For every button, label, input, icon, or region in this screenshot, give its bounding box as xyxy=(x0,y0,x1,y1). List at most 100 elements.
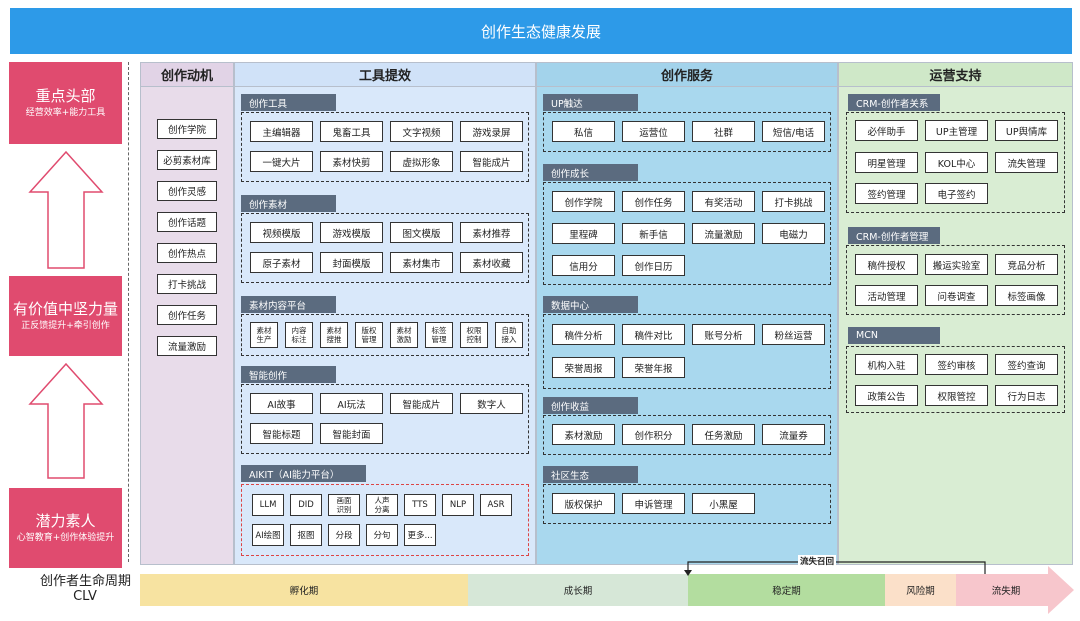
crm-manage-item[interactable]: 标签画像 xyxy=(995,285,1058,306)
community-item[interactable]: 申诉管理 xyxy=(622,493,685,514)
platform-item[interactable]: 素材 搜推 xyxy=(320,322,348,348)
aikit-item[interactable]: DID xyxy=(290,494,322,516)
platform-item[interactable]: 版权 管理 xyxy=(355,322,383,348)
mcn-item[interactable]: 签约查询 xyxy=(995,354,1058,375)
material-item[interactable]: 素材收藏 xyxy=(460,252,523,273)
material-item[interactable]: 图文模版 xyxy=(390,222,453,243)
growth-item[interactable]: 信用分 xyxy=(552,255,615,276)
crm-item[interactable]: KOL中心 xyxy=(925,152,988,173)
crm-manage-item[interactable]: 活动管理 xyxy=(855,285,918,306)
platform-item[interactable]: 素材 激励 xyxy=(390,322,418,348)
aikit-item[interactable]: 更多... xyxy=(404,524,436,546)
mcn-item[interactable]: 政策公告 xyxy=(855,385,918,406)
aikit-item[interactable]: LLM xyxy=(252,494,284,516)
ai-create-item[interactable]: 智能成片 xyxy=(390,393,453,414)
community-item[interactable]: 版权保护 xyxy=(552,493,615,514)
motive-item[interactable]: 打卡挑战 xyxy=(157,274,217,294)
growth-item[interactable]: 流量激励 xyxy=(692,223,755,244)
aikit-item[interactable]: NLP xyxy=(442,494,474,516)
growth-item[interactable]: 里程碑 xyxy=(552,223,615,244)
growth-item[interactable]: 创作日历 xyxy=(622,255,685,276)
aikit-item[interactable]: AI绘图 xyxy=(252,524,284,546)
crm-item[interactable]: 签约管理 xyxy=(855,183,918,204)
growth-item[interactable]: 新手信 xyxy=(622,223,685,244)
data-item[interactable]: 粉丝运营 xyxy=(762,324,825,345)
growth-item[interactable]: 有奖活动 xyxy=(692,191,755,212)
crm-item[interactable]: 必伴助手 xyxy=(855,120,918,141)
platform-item[interactable]: 自助 接入 xyxy=(495,322,523,348)
tool-item[interactable]: 游戏录屏 xyxy=(460,121,523,142)
tool-item[interactable]: 主编辑器 xyxy=(250,121,313,142)
motive-item[interactable]: 流量激励 xyxy=(157,336,217,356)
income-item[interactable]: 任务激励 xyxy=(692,424,755,445)
tool-item[interactable]: 虚拟形象 xyxy=(390,151,453,172)
motive-item[interactable]: 创作任务 xyxy=(157,305,217,325)
aikit-item[interactable]: 分段 xyxy=(328,524,360,546)
tool-item[interactable]: 鬼畜工具 xyxy=(320,121,383,142)
ai-create-item[interactable]: AI故事 xyxy=(250,393,313,414)
motive-item[interactable]: 创作学院 xyxy=(157,119,217,139)
data-item[interactable]: 稿件分析 xyxy=(552,324,615,345)
up-arrow-icon xyxy=(28,362,104,479)
aikit-item[interactable]: 抠图 xyxy=(290,524,322,546)
material-item[interactable]: 素材集市 xyxy=(390,252,453,273)
aikit-item[interactable]: TTS xyxy=(404,494,436,516)
platform-item[interactable]: 权限 控制 xyxy=(460,322,488,348)
growth-item[interactable]: 电磁力 xyxy=(762,223,825,244)
reach-item[interactable]: 社群 xyxy=(692,121,755,142)
crm-item[interactable]: 明星管理 xyxy=(855,152,918,173)
material-item[interactable]: 封面模版 xyxy=(320,252,383,273)
motive-item[interactable]: 创作灵感 xyxy=(157,181,217,201)
data-item[interactable]: 荣誉年报 xyxy=(622,357,685,378)
material-item[interactable]: 原子素材 xyxy=(250,252,313,273)
crm-item[interactable]: UP舆情库 xyxy=(995,120,1058,141)
data-item[interactable]: 荣誉周报 xyxy=(552,357,615,378)
platform-item[interactable]: 内容 标注 xyxy=(285,322,313,348)
income-item[interactable]: 创作积分 xyxy=(622,424,685,445)
section-title: 创作工具 xyxy=(241,94,336,111)
aikit-item[interactable]: 分句 xyxy=(366,524,398,546)
mcn-item[interactable]: 权限管控 xyxy=(925,385,988,406)
community-item[interactable]: 小黑屋 xyxy=(692,493,755,514)
income-item[interactable]: 素材激励 xyxy=(552,424,615,445)
ai-create-item[interactable]: 数字人 xyxy=(460,393,523,414)
crm-item[interactable]: 流失管理 xyxy=(995,152,1058,173)
ai-create-item[interactable]: 智能标题 xyxy=(250,423,313,444)
aikit-item[interactable]: 人声 分离 xyxy=(366,494,398,516)
crm-manage-item[interactable]: 问卷调查 xyxy=(925,285,988,306)
platform-item[interactable]: 标签 管理 xyxy=(425,322,453,348)
crm-item[interactable]: UP主管理 xyxy=(925,120,988,141)
mcn-item[interactable]: 签约审核 xyxy=(925,354,988,375)
motive-item[interactable]: 创作话题 xyxy=(157,212,217,232)
motive-item[interactable]: 创作热点 xyxy=(157,243,217,263)
reach-item[interactable]: 私信 xyxy=(552,121,615,142)
platform-item[interactable]: 素材 生产 xyxy=(250,322,278,348)
growth-item[interactable]: 创作任务 xyxy=(622,191,685,212)
aikit-item[interactable]: ASR xyxy=(480,494,512,516)
growth-item[interactable]: 创作学院 xyxy=(552,191,615,212)
material-item[interactable]: 视频模版 xyxy=(250,222,313,243)
crm-item[interactable]: 电子签约 xyxy=(925,183,988,204)
tool-item[interactable]: 一键大片 xyxy=(250,151,313,172)
reach-item[interactable]: 运营位 xyxy=(622,121,685,142)
reach-item[interactable]: 短信/电话 xyxy=(762,121,825,142)
tool-item[interactable]: 智能成片 xyxy=(460,151,523,172)
mcn-item[interactable]: 机构入驻 xyxy=(855,354,918,375)
growth-item[interactable]: 打卡挑战 xyxy=(762,191,825,212)
income-item[interactable]: 流量券 xyxy=(762,424,825,445)
mcn-item[interactable]: 行为日志 xyxy=(995,385,1058,406)
recall-label: 流失召回 xyxy=(798,555,837,567)
crm-manage-item[interactable]: 搬运实验室 xyxy=(925,254,988,275)
crm-manage-item[interactable]: 竞品分析 xyxy=(995,254,1058,275)
ai-create-item[interactable]: 智能封面 xyxy=(320,423,383,444)
material-item[interactable]: 游戏模版 xyxy=(320,222,383,243)
aikit-item[interactable]: 画面 识别 xyxy=(328,494,360,516)
crm-manage-item[interactable]: 稿件授权 xyxy=(855,254,918,275)
tool-item[interactable]: 文字视频 xyxy=(390,121,453,142)
material-item[interactable]: 素材推荐 xyxy=(460,222,523,243)
tool-item[interactable]: 素材快剪 xyxy=(320,151,383,172)
data-item[interactable]: 账号分析 xyxy=(692,324,755,345)
data-item[interactable]: 稿件对比 xyxy=(622,324,685,345)
motive-item[interactable]: 必剪素材库 xyxy=(157,150,217,170)
ai-create-item[interactable]: AI玩法 xyxy=(320,393,383,414)
